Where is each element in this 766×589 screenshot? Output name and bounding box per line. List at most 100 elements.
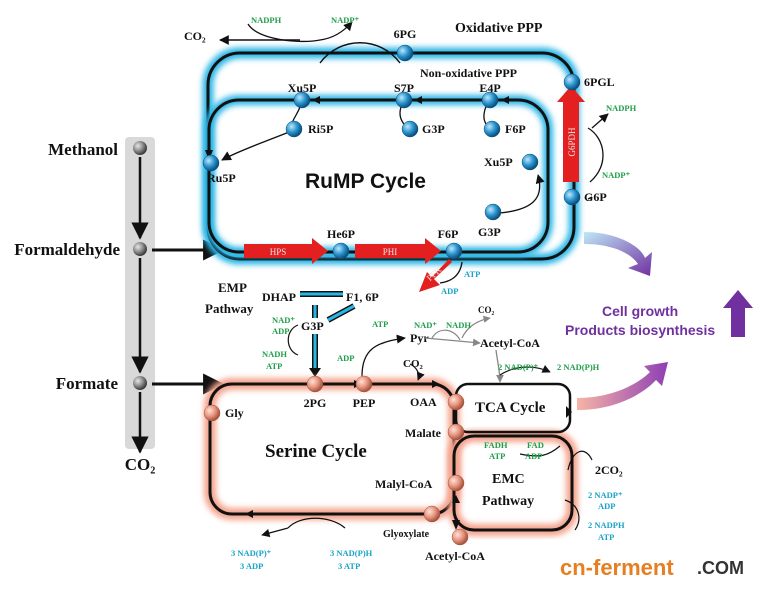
hps-bar <box>244 244 314 258</box>
f6p-mid-label: F6P <box>505 122 526 136</box>
oaa-label: OAA <box>410 395 437 409</box>
xu5p-top-label: Xu5P <box>288 81 317 95</box>
dhap-label: DHAP <box>262 290 296 304</box>
g6pdh-label: G6PDH <box>567 127 577 157</box>
formaldehyde-node <box>133 242 147 256</box>
node-6pgl <box>563 73 581 91</box>
ri5p-to-ru5p-arrow <box>221 129 295 161</box>
emc-fad-curve <box>519 445 561 457</box>
formate-node <box>133 376 147 390</box>
node-malyl-coa <box>447 474 465 492</box>
s7p-label: S7P <box>394 81 414 95</box>
node-pep <box>355 375 373 393</box>
co2-top-label: CO₂ <box>184 29 206 43</box>
serine-bottom-arrowhead <box>245 510 253 518</box>
node-6pg <box>396 44 414 62</box>
tca-arrowhead <box>566 406 572 418</box>
acetyl-coa-bottom-label: Acetyl-CoA <box>425 549 485 563</box>
adp-emc-label: ADP <box>525 451 542 461</box>
g3p-emp-label: G3P <box>301 319 324 333</box>
emp-cofactor-curve <box>287 324 299 356</box>
node-ri5p <box>285 120 303 138</box>
non-oxidative-ppp-title: Non-oxidative PPP <box>420 66 517 80</box>
rump-cycle-title: RuMP Cycle <box>305 170 426 193</box>
atp-emc-label: ATP <box>489 451 505 461</box>
nadp-right-label: NADP⁺ <box>602 170 631 180</box>
atp-pfk-label: ATP <box>464 269 480 279</box>
nadh-emp-label: NADH <box>262 349 287 359</box>
hps-arrowhead <box>312 238 328 264</box>
g6p-label: G6P <box>584 190 607 204</box>
pfk-arrow <box>419 259 452 292</box>
node-g6p <box>563 188 581 206</box>
pyr-to-acetylcoa-arrow <box>424 337 481 347</box>
phi-arrowhead <box>425 238 441 264</box>
pyr-co2-arrow <box>461 315 491 339</box>
malate-label: Malate <box>405 426 442 440</box>
phi-label: PHI <box>383 247 398 257</box>
6pg-label: 6PG <box>394 27 417 41</box>
nadph-right-label: NADPH <box>606 103 637 113</box>
g3p-to-2pg-arrowhead <box>309 368 321 377</box>
g6pdh-arrowhead <box>557 86 585 102</box>
formate-label: Formate <box>56 374 119 393</box>
output-line1: Cell growth <box>602 303 678 319</box>
nad-pyr-label: NAD⁺ <box>414 320 437 330</box>
emc-co2-curve <box>567 450 593 471</box>
methanol-label: Methanol <box>48 140 118 159</box>
node-gly <box>203 404 221 422</box>
rump-output-arrow <box>584 232 652 276</box>
pyr-nad-curve <box>431 329 461 341</box>
node-f6p-mid <box>483 120 501 138</box>
formaldehyde-label: Formaldehyde <box>14 240 120 259</box>
fadh-emc-label: FADH <box>484 440 508 450</box>
gly-label: Gly <box>225 406 244 420</box>
tca-nadph-arrow <box>499 364 551 376</box>
xu5p-right-label: Xu5P <box>484 155 513 169</box>
adp-serine-out-label: 3 ADP <box>240 561 263 571</box>
atp-emp-label: ATP <box>266 361 282 371</box>
adp-emc2-label: ADP <box>598 501 615 511</box>
node-2pg <box>306 375 324 393</box>
node-g3p-bottom <box>484 203 502 221</box>
node-xu5p-top <box>293 91 311 109</box>
acetylcoa-to-tca-arrow <box>495 349 504 383</box>
6pgl-label: 6PGL <box>584 75 615 89</box>
atp-pep-label: ATP <box>372 319 388 329</box>
co2-to-oaa-arrow <box>409 363 425 381</box>
phi-bar <box>355 244 427 258</box>
pfk-atp-curve <box>439 261 463 284</box>
adp-pfk-label: ADP <box>441 286 458 296</box>
output-line2: Products biosynthesis <box>565 322 715 338</box>
node-malate <box>447 423 465 441</box>
serine-output-arrow <box>577 362 668 410</box>
atp-serine-in-label: 3 ATP <box>338 561 360 571</box>
nonox-arrowhead-1 <box>312 96 320 104</box>
node-he6p <box>332 242 350 260</box>
ppp-nadph-curve <box>319 42 401 64</box>
node-oaa <box>447 393 465 411</box>
pfk-label: PFK <box>425 264 444 283</box>
nadh-pyr-label: NADH <box>446 320 471 330</box>
c1-co2-label: CO₂ <box>125 455 156 474</box>
acetyl-coa-top-label: Acetyl-CoA <box>480 336 540 350</box>
g3p-bottom-label: G3P <box>478 225 501 239</box>
nadp-tca-in-label: 2 NAD(P)⁺ <box>498 362 539 372</box>
ri5p-label: Ri5P <box>308 122 333 136</box>
pep-to-oaa-arrowhead <box>432 380 440 388</box>
glyoxylate-label: Glyoxylate <box>383 529 430 540</box>
nadp-emc-label: 2 NADP⁺ <box>588 490 623 500</box>
f16p-label: F1, 6P <box>346 290 379 304</box>
rump-cycle-loops <box>202 47 580 265</box>
acetylcoa-bottom-arrowhead <box>452 520 460 530</box>
emc-nadph-curve <box>564 499 580 531</box>
g3p-mid-label: G3P <box>422 122 445 136</box>
methanol-node <box>133 141 147 155</box>
node-g3p-mid <box>401 120 419 138</box>
g6p-stub <box>587 196 593 200</box>
oxidative-ppp-title: Oxidative PPP <box>455 21 543 36</box>
f16p-to-g3p-inner <box>327 304 355 322</box>
emc-title-line1: EMC <box>492 472 525 487</box>
emp-title-line1: EMP <box>218 280 247 295</box>
top-nadph-arrow <box>247 21 353 43</box>
